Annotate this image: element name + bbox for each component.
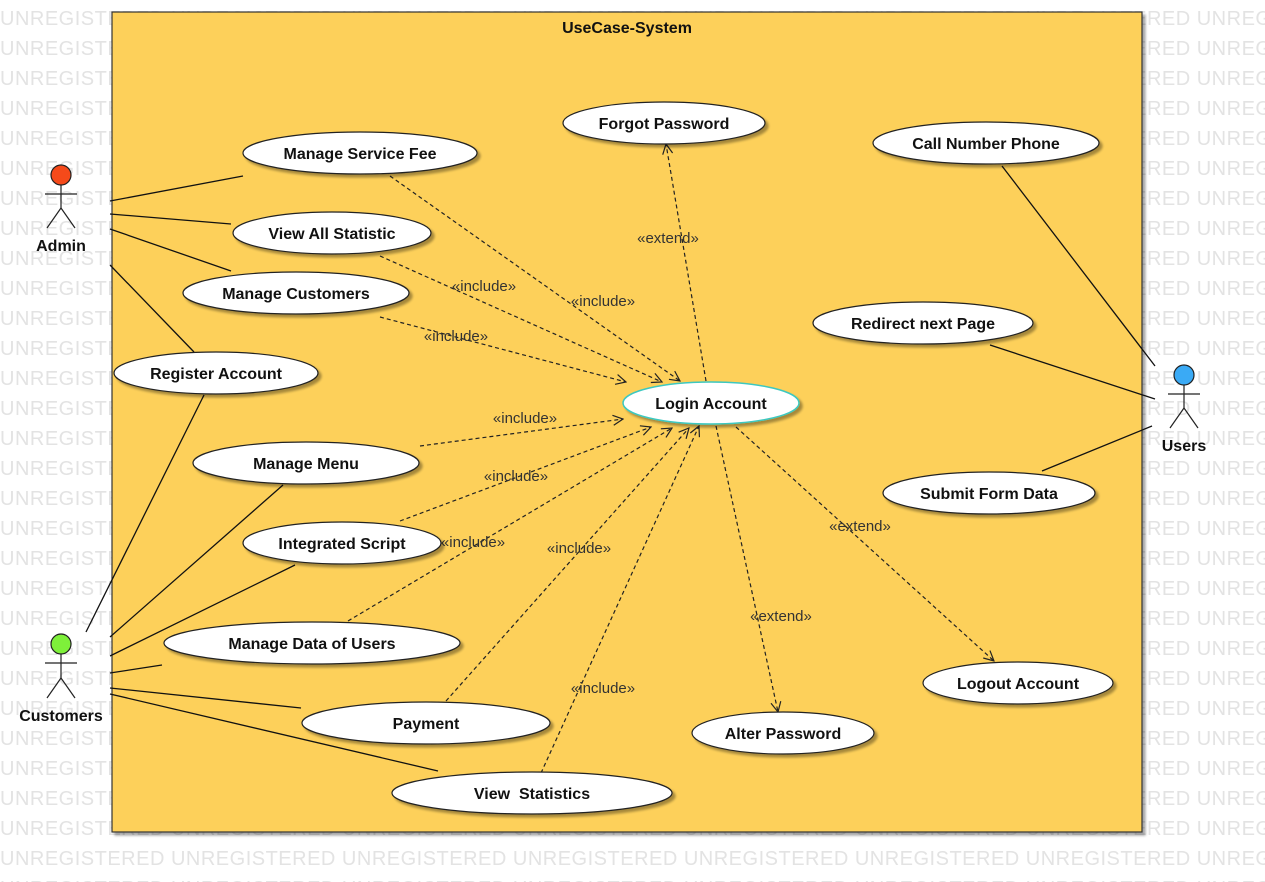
stick-figure-icon bbox=[45, 185, 77, 229]
use-case-label: Call Number Phone bbox=[912, 136, 1060, 153]
use-case-label: Logout Account bbox=[957, 676, 1080, 693]
actor-name: Users bbox=[1162, 438, 1207, 455]
use-case-logout-account[interactable]: Logout Account bbox=[922, 661, 1114, 705]
dependencies bbox=[347, 144, 994, 774]
include-manage-customers bbox=[379, 316, 626, 382]
stereotype-labels: «extend» «include» «include» «include» «… bbox=[424, 230, 891, 697]
extend-logout-account bbox=[735, 426, 994, 661]
use-cases: Forgot Password Manage Service Fee Call … bbox=[113, 101, 1114, 815]
include-view-statistics bbox=[540, 426, 699, 774]
use-case-label: View Statistics bbox=[474, 786, 590, 803]
label-extend-forgot-password: «extend» bbox=[637, 230, 699, 247]
use-case-label: View All Statistic bbox=[268, 226, 395, 243]
assoc-customers-integrated-script bbox=[109, 564, 296, 657]
actor-name: Customers bbox=[19, 708, 103, 725]
use-case-register-account[interactable]: Register Account bbox=[113, 351, 319, 395]
label-include-manage-data-of-users: «include» bbox=[441, 534, 505, 551]
use-case-login-account[interactable]: Login Account bbox=[622, 381, 800, 425]
include-integrated-script bbox=[399, 427, 651, 522]
use-case-label: Manage Data of Users bbox=[228, 636, 395, 653]
use-case-label: Manage Service Fee bbox=[284, 146, 437, 163]
use-case-alter-password[interactable]: Alter Password bbox=[691, 711, 875, 755]
include-manage-service-fee bbox=[389, 175, 680, 381]
use-case-label: Forgot Password bbox=[599, 116, 730, 133]
use-case-submit-form-data[interactable]: Submit Form Data bbox=[882, 471, 1096, 515]
associations bbox=[85, 165, 1156, 772]
use-case-forgot-password[interactable]: Forgot Password bbox=[562, 101, 766, 145]
label-include-view-all-statistic: «include» bbox=[452, 278, 516, 295]
use-case-redirect-next-page[interactable]: Redirect next Page bbox=[812, 301, 1034, 345]
use-case-label: Login Account bbox=[655, 396, 767, 413]
label-include-integrated-script: «include» bbox=[484, 468, 548, 485]
actor-name: Admin bbox=[36, 238, 86, 255]
assoc-admin-register-account bbox=[109, 264, 195, 353]
actor-head bbox=[50, 633, 72, 655]
use-case-manage-data-of-users[interactable]: Manage Data of Users bbox=[163, 621, 461, 665]
include-manage-menu bbox=[419, 419, 623, 447]
label-include-manage-customers: «include» bbox=[424, 328, 488, 345]
use-case-label: Payment bbox=[393, 716, 460, 733]
label-include-view-statistics: «include» bbox=[571, 680, 635, 697]
actor-admin[interactable]: Admin bbox=[36, 164, 86, 255]
actor-customers[interactable]: Customers bbox=[19, 633, 103, 725]
assoc-users-submit-form-data bbox=[1041, 425, 1153, 472]
label-include-manage-menu: «include» bbox=[493, 410, 557, 427]
use-case-label: Manage Customers bbox=[222, 286, 370, 303]
use-case-manage-service-fee[interactable]: Manage Service Fee bbox=[242, 131, 478, 175]
assoc-customers-view-statistics bbox=[109, 693, 439, 772]
label-include-payment: «include» bbox=[547, 540, 611, 557]
use-case-label: Register Account bbox=[150, 366, 283, 383]
use-case-label: Submit Form Data bbox=[920, 486, 1058, 503]
stick-figure-icon bbox=[45, 654, 77, 699]
use-case-integrated-script[interactable]: Integrated Script bbox=[242, 521, 442, 565]
assoc-admin-view-all-statistic bbox=[109, 213, 232, 225]
include-view-all-statistic bbox=[379, 255, 662, 382]
use-case-payment[interactable]: Payment bbox=[301, 701, 551, 745]
assoc-customers-payment bbox=[109, 687, 302, 709]
actor-head bbox=[50, 164, 72, 186]
system-title: UseCase-System bbox=[562, 20, 692, 37]
use-case-label: Integrated Script bbox=[278, 536, 406, 553]
assoc-admin-manage-customers bbox=[109, 228, 232, 272]
assoc-users-redirect-next-page bbox=[989, 344, 1156, 400]
use-case-view-all-statistic[interactable]: View All Statistic bbox=[232, 211, 432, 255]
include-payment bbox=[445, 428, 689, 702]
extend-forgot-password bbox=[666, 144, 707, 382]
use-case-call-number-phone[interactable]: Call Number Phone bbox=[872, 121, 1100, 165]
label-extend-logout-account: «extend» bbox=[829, 518, 891, 535]
actor-users[interactable]: Users bbox=[1162, 364, 1207, 455]
assoc-customers-register-account bbox=[85, 394, 205, 633]
assoc-admin-manage-service-fee bbox=[109, 175, 244, 202]
assoc-customers-manage-menu bbox=[109, 484, 284, 638]
label-extend-alter-password: «extend» bbox=[750, 608, 812, 625]
assoc-customers-manage-data-of-users bbox=[109, 664, 163, 674]
use-case-label: Alter Password bbox=[725, 726, 841, 743]
use-case-label: Manage Menu bbox=[253, 456, 359, 473]
actor-head bbox=[1173, 364, 1195, 386]
assoc-users-call-number-phone bbox=[1001, 165, 1156, 367]
use-case-label: Redirect next Page bbox=[851, 316, 995, 333]
label-include-manage-service-fee: «include» bbox=[571, 293, 635, 310]
use-case-manage-customers[interactable]: Manage Customers bbox=[182, 271, 410, 315]
stick-figure-icon bbox=[1168, 385, 1200, 429]
use-case-manage-menu[interactable]: Manage Menu bbox=[192, 441, 420, 485]
use-case-view-statistics[interactable]: View Statistics bbox=[391, 771, 673, 815]
